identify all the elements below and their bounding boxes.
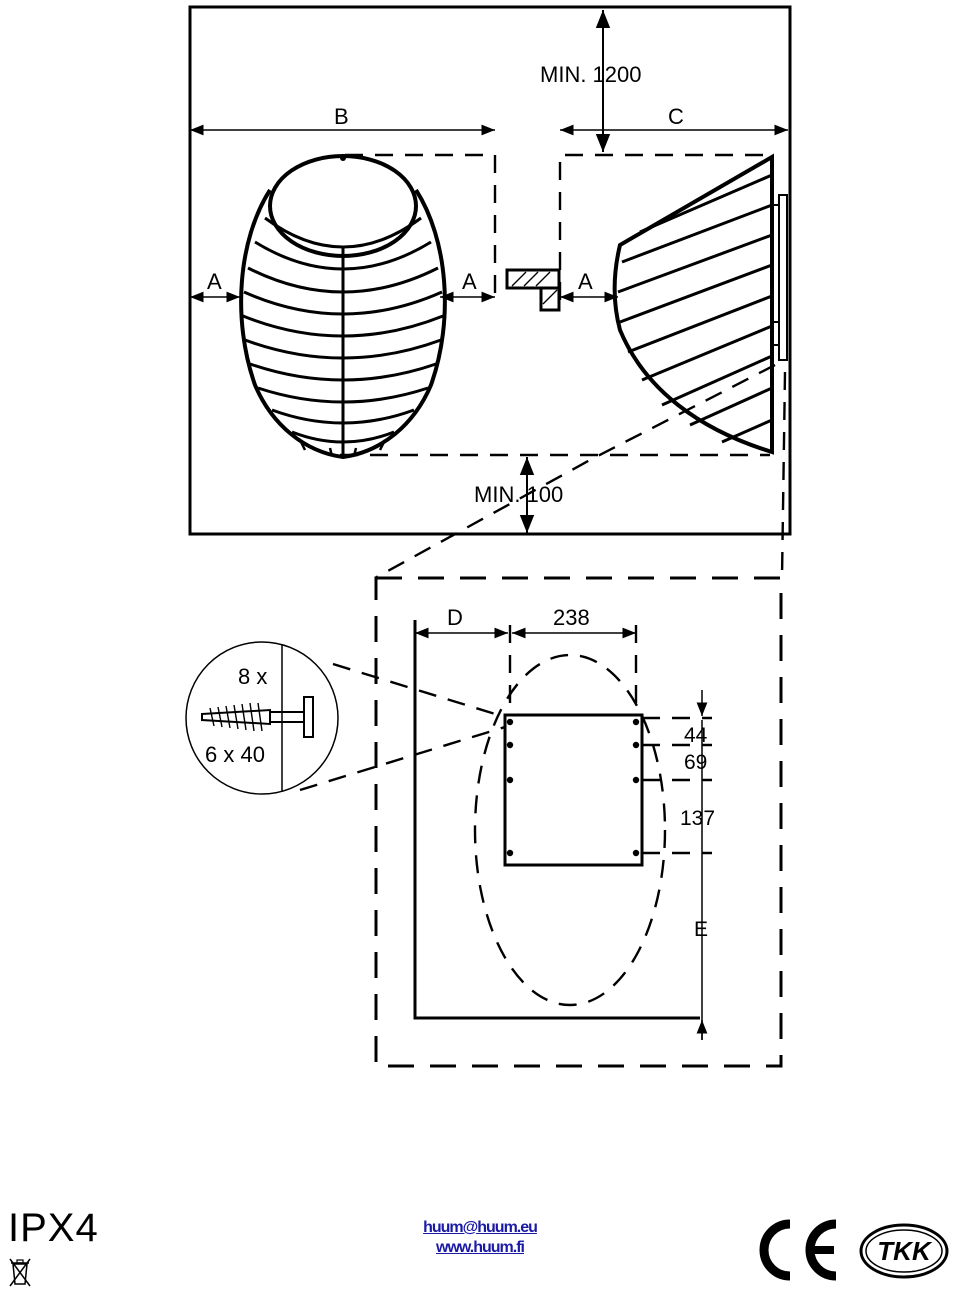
heater-front-view: [239, 154, 447, 460]
tkk-logo: TKK: [859, 1223, 949, 1279]
dimension-e-label: E: [694, 918, 708, 941]
dimension-a-middle-label: A: [462, 269, 477, 294]
ce-mark-icon: [759, 1219, 837, 1281]
dimension-238-label: 238: [553, 605, 590, 630]
detail-projection-lines: [374, 363, 787, 580]
installation-diagram: MIN. 1200 B C A A A: [185, 5, 792, 1068]
screw-holes: [506, 718, 640, 857]
dimension-137-label: 137: [680, 807, 715, 830]
wall-bracket: [505, 268, 561, 312]
heater-outline-dashed: [473, 653, 667, 1007]
screw-callout: 8 x 6 x 40: [185, 641, 339, 795]
heater-clearance-outline: [340, 153, 770, 457]
detail-boundary: [374, 576, 783, 1068]
dimension-d-label: D: [447, 605, 463, 630]
weee-bin-icon: [9, 1258, 31, 1287]
dimension-44-label: 44: [684, 724, 708, 747]
top-view: MIN. 1200 B C A A A: [188, 5, 792, 536]
heater-side-view: [612, 153, 788, 455]
dimension-69-label: 69: [684, 751, 707, 774]
min-1200-label: MIN. 1200: [540, 62, 642, 87]
email-link[interactable]: huum@huum.eu: [423, 1219, 538, 1236]
room-outline: [188, 5, 792, 536]
svg-text:TKK: TKK: [877, 1236, 933, 1266]
screw-count-label: 8 x: [238, 664, 267, 689]
mounting-detail: D 238 44 69 137 E: [299, 576, 783, 1068]
dimension-a-right-label: A: [578, 269, 593, 294]
screw-icon: [201, 696, 314, 738]
website-link[interactable]: www.huum.fi: [436, 1239, 525, 1256]
min-100-label: MIN. 100: [474, 482, 563, 507]
dimension-b-label: B: [334, 104, 349, 129]
contact-info: huum@huum.eu www.huum.fi: [380, 1218, 580, 1258]
mounting-plate: [503, 713, 644, 867]
dimension-c-label: C: [668, 104, 684, 129]
ip-rating: IPX4: [8, 1206, 99, 1250]
screw-size-label: 6 x 40: [205, 742, 265, 767]
dimension-a-left-label: A: [207, 269, 222, 294]
